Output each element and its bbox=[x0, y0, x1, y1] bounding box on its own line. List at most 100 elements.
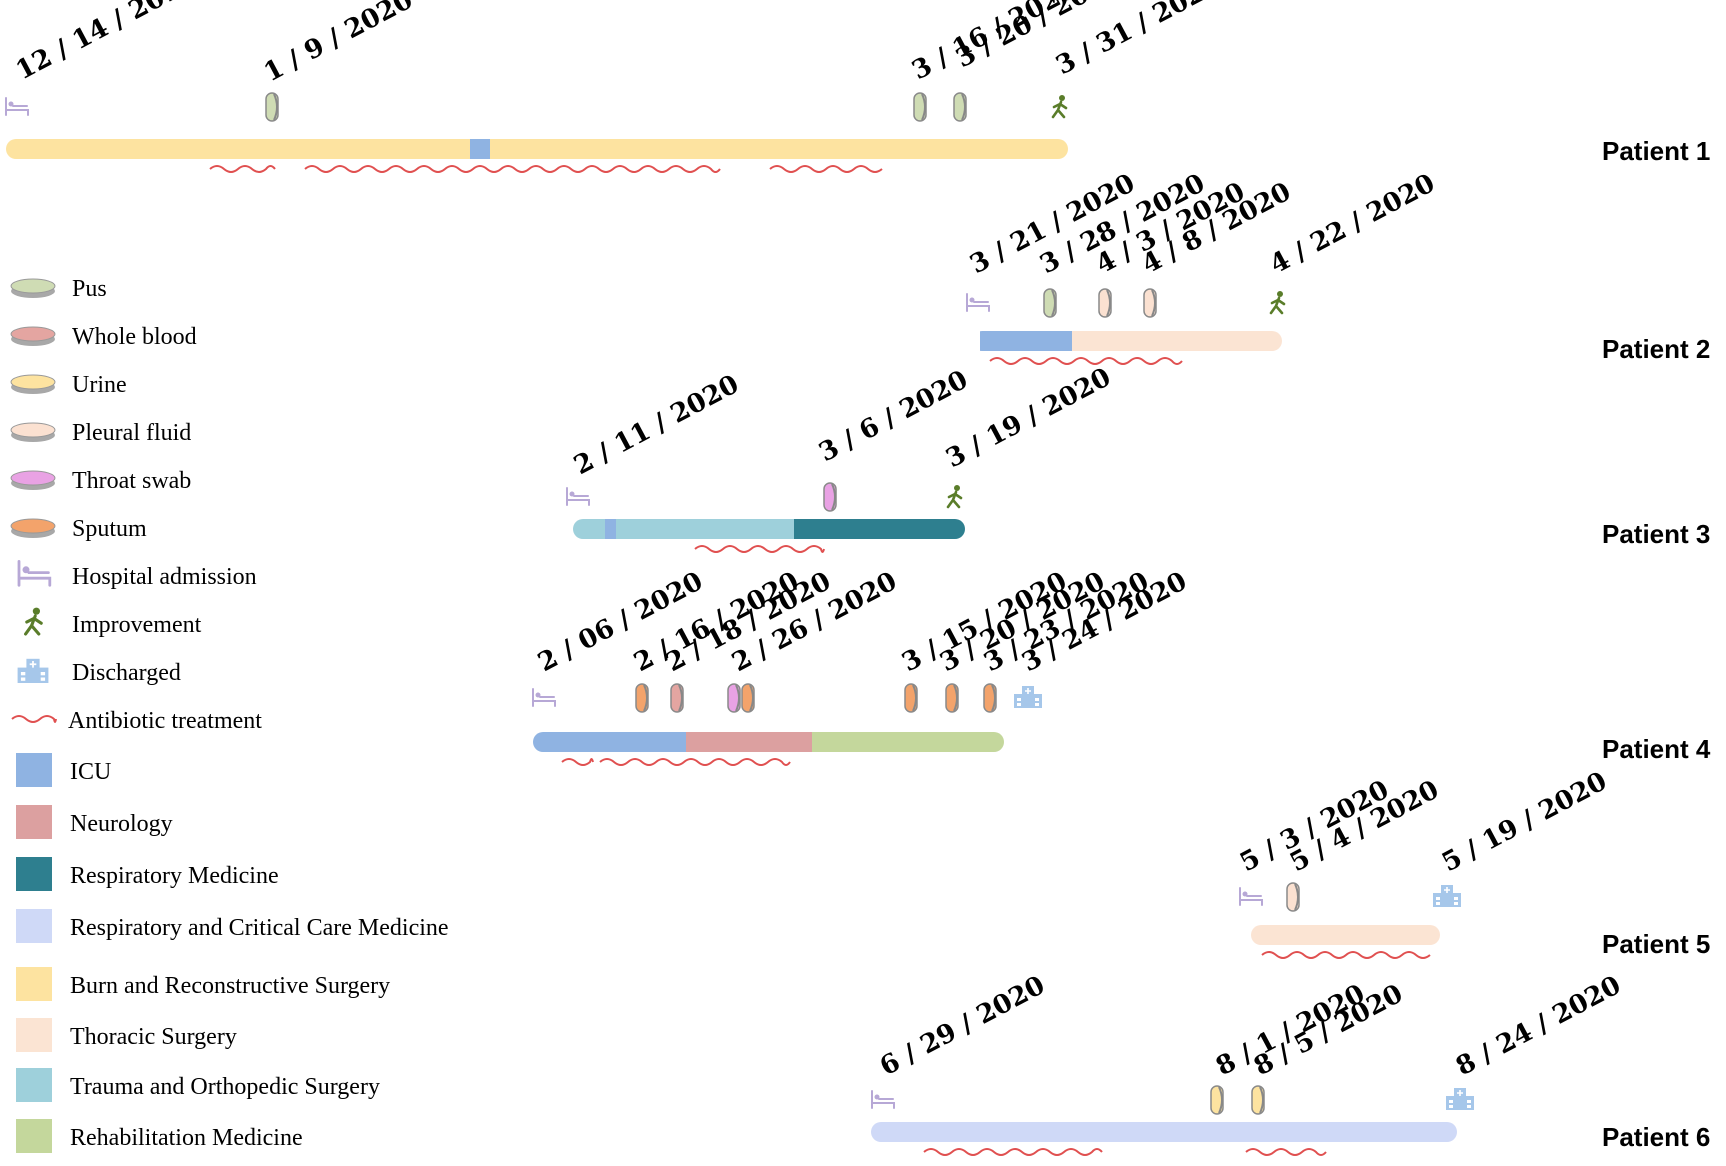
walking-person-icon bbox=[946, 485, 963, 509]
legend-label: ICU bbox=[70, 759, 111, 785]
timeline-bar bbox=[533, 732, 1004, 752]
sample-dish-icon bbox=[10, 326, 56, 346]
legend-label: Trauma and Orthopedic Surgery bbox=[70, 1074, 380, 1100]
timeline-bar bbox=[573, 519, 965, 539]
department-segment bbox=[794, 519, 965, 539]
legend-label: Hospital admission bbox=[72, 564, 257, 590]
hospital-building-icon bbox=[17, 658, 49, 683]
antibiotic-wave bbox=[1245, 1148, 1327, 1156]
bed-icon bbox=[1239, 887, 1263, 906]
department-swatch bbox=[16, 909, 52, 943]
legend-item-department: Trauma and Orthopedic Surgery bbox=[16, 1068, 380, 1102]
legend-item-department: Respiratory Medicine bbox=[16, 857, 279, 891]
legend-item-event: Hospital admission bbox=[17, 560, 257, 590]
bed-icon bbox=[966, 293, 990, 312]
department-swatch bbox=[16, 1068, 52, 1102]
legend-label: Pus bbox=[72, 276, 107, 302]
antibiotic-wave bbox=[923, 1148, 1103, 1156]
sample-dish-icon bbox=[1210, 1085, 1224, 1115]
sample-dish-icon bbox=[10, 278, 56, 298]
sample-dish-icon bbox=[1043, 288, 1057, 318]
legend-label: Pleural fluid bbox=[72, 420, 191, 446]
sample-dish-icon bbox=[913, 92, 927, 122]
legend-item-sample: Sputum bbox=[10, 516, 147, 542]
legend-label: Antibiotic treatment bbox=[68, 708, 262, 734]
department-swatch bbox=[16, 1018, 52, 1052]
legend-item-department: Rehabilitation Medicine bbox=[16, 1119, 303, 1153]
patient-label: Patient 5 bbox=[1602, 929, 1710, 959]
antibiotic-wave bbox=[209, 165, 276, 173]
sample-dish-icon bbox=[265, 92, 279, 122]
legend-label: Rehabilitation Medicine bbox=[70, 1125, 303, 1151]
bed-icon bbox=[5, 97, 29, 116]
legend-label: Respiratory Medicine bbox=[70, 863, 279, 889]
antibiotic-wave bbox=[11, 715, 57, 723]
legend-label: Improvement bbox=[72, 612, 202, 638]
department-segment bbox=[980, 331, 1072, 351]
department-segment bbox=[871, 1122, 1457, 1142]
department-segment bbox=[1251, 925, 1440, 945]
walking-person-icon bbox=[1051, 95, 1068, 119]
event-date: 5 / 19 / 2020 bbox=[1437, 766, 1612, 878]
legend-item-sample: Throat swab bbox=[10, 468, 191, 494]
sample-dish-icon bbox=[823, 482, 837, 512]
legend-item-department: Neurology bbox=[16, 805, 173, 839]
sample-dish-icon bbox=[670, 683, 684, 713]
sample-dish-icon bbox=[1251, 1085, 1265, 1115]
event-date: 3 / 19 / 2020 bbox=[941, 362, 1116, 474]
patient-label: Patient 1 bbox=[1602, 136, 1710, 166]
department-swatch bbox=[16, 753, 52, 787]
antibiotic-wave bbox=[561, 758, 594, 766]
walking-person-icon bbox=[24, 607, 43, 636]
department-segment bbox=[616, 519, 794, 539]
antibiotic-wave bbox=[694, 545, 825, 553]
event-date: 1 / 9 / 2020 bbox=[259, 0, 418, 88]
department-segment bbox=[1072, 331, 1282, 351]
sample-dish-icon bbox=[945, 683, 959, 713]
department-segment bbox=[6, 139, 470, 159]
event-date: 12 / 14 / 2019 bbox=[11, 0, 202, 86]
sample-dish-icon bbox=[727, 683, 741, 713]
sample-dish-icon bbox=[1286, 882, 1300, 912]
sample-dish-icon bbox=[10, 518, 56, 538]
timeline-bar bbox=[6, 139, 1068, 159]
bed-icon bbox=[871, 1090, 895, 1109]
legend-item-sample: Pleural fluid bbox=[10, 420, 191, 446]
hospital-building-icon bbox=[1014, 686, 1042, 708]
legend-item-department: Thoracic Surgery bbox=[16, 1018, 237, 1052]
antibiotic-wave bbox=[769, 165, 883, 173]
sample-dish-icon bbox=[1098, 288, 1112, 318]
bed-icon bbox=[532, 688, 556, 707]
timeline-bar bbox=[980, 331, 1282, 351]
legend-item-sample: Pus bbox=[10, 276, 107, 302]
antibiotic-wave bbox=[989, 357, 1183, 365]
department-segment bbox=[490, 139, 1068, 159]
patient-label: Patient 4 bbox=[1602, 734, 1711, 764]
legend-label: Thoracic Surgery bbox=[70, 1024, 237, 1050]
department-segment bbox=[686, 732, 812, 752]
legend-label: Sputum bbox=[72, 516, 147, 542]
legend-label: Throat swab bbox=[72, 468, 191, 494]
department-swatch bbox=[16, 1119, 52, 1153]
legend-item-sample: Urine bbox=[10, 372, 127, 398]
legend-item-sample: Whole blood bbox=[10, 324, 197, 350]
legend-item-event: Discharged bbox=[17, 658, 181, 686]
sample-dish-icon bbox=[741, 683, 755, 713]
sample-dish-icon bbox=[10, 470, 56, 490]
department-segment bbox=[573, 519, 605, 539]
event-date: 2 / 11 / 2020 bbox=[569, 369, 744, 481]
patient-label: Patient 2 bbox=[1602, 334, 1710, 364]
patient-label: Patient 6 bbox=[1602, 1122, 1710, 1152]
timeline-bar bbox=[1251, 925, 1440, 945]
timeline-bar bbox=[871, 1122, 1457, 1142]
legend-item-event: Antibiotic treatment bbox=[11, 708, 262, 734]
antibiotic-wave bbox=[1261, 951, 1431, 959]
antibiotic-wave bbox=[304, 165, 721, 173]
event-date: 4 / 22 / 2020 bbox=[1265, 168, 1440, 280]
bed-icon bbox=[17, 560, 52, 587]
